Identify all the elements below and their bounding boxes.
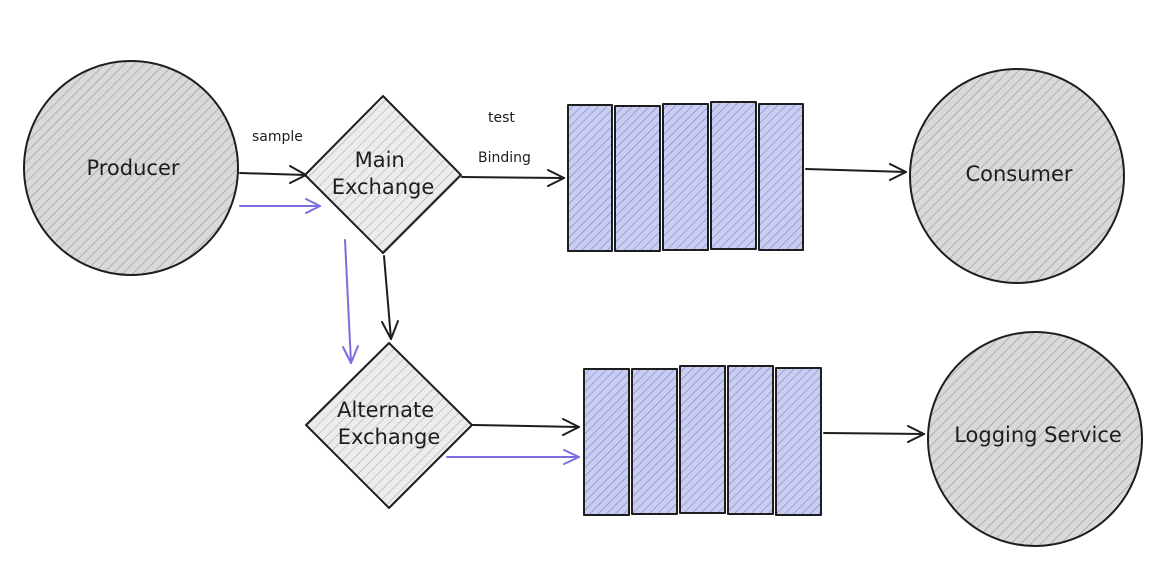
- main-exchange-label: Main Exchange: [332, 148, 435, 199]
- consumer-label: Consumer: [965, 162, 1072, 186]
- alternate-queue: [583, 365, 822, 516]
- producer-to-main-exchange-arrow: [239, 165, 307, 184]
- queue-slot: [727, 365, 774, 515]
- main-exchange-node: Main Exchange: [304, 95, 462, 254]
- producer-to-main-exchange-accent-arrow: [239, 198, 321, 214]
- sample-label: sample: [252, 129, 303, 145]
- alternate-exchange-node: Alternate Exchange: [305, 342, 473, 509]
- alternate-exchange-label-line-1: Alternate: [337, 398, 434, 422]
- consumer-circle: [909, 68, 1125, 284]
- consumer-node: Consumer: [909, 68, 1125, 284]
- queue-slot: [662, 103, 709, 251]
- main-exchange-diamond: [304, 95, 462, 254]
- alternate-exchange-label: Alternate Exchange: [337, 398, 441, 449]
- queue-slot: [710, 101, 757, 250]
- binding-label: Binding: [478, 150, 531, 166]
- alternate-exchange-diamond: [305, 342, 473, 509]
- queue-slot: [567, 104, 613, 252]
- producer-circle: [23, 60, 239, 276]
- alternate-exchange-label-line-2: Exchange: [338, 425, 441, 449]
- logging-service-node: Logging Service: [927, 331, 1143, 547]
- main-queue: [567, 101, 804, 252]
- main-exchange-to-alternate-exchange-arrow: [381, 255, 399, 340]
- queue-slot: [631, 368, 678, 515]
- main-exchange-to-main-queue-arrow: [461, 169, 565, 187]
- queue-slot: [614, 105, 661, 252]
- logging-service-label: Logging Service: [954, 423, 1122, 447]
- queue-slot: [583, 368, 630, 516]
- alternate-queue-to-logging-service-arrow: [823, 425, 925, 443]
- producer-node: Producer: [23, 60, 239, 276]
- queue-slot: [775, 367, 822, 516]
- main-exchange-label-line-2: Exchange: [332, 175, 435, 199]
- producer-label: Producer: [86, 156, 179, 180]
- queue-slot: [679, 365, 726, 514]
- main-queue-to-consumer-arrow: [805, 163, 907, 181]
- main-exchange-label-line-1: Main: [355, 148, 405, 172]
- alternate-exchange-to-alternate-queue-arrow: [472, 418, 580, 436]
- producer-to-alternate-exchange-accent-arrow: [342, 239, 359, 364]
- test-label: test: [488, 110, 515, 126]
- alternate-exchange-to-alternate-queue-accent-arrow: [446, 449, 580, 465]
- logging-service-circle: [927, 331, 1143, 547]
- queue-slot: [758, 103, 804, 251]
